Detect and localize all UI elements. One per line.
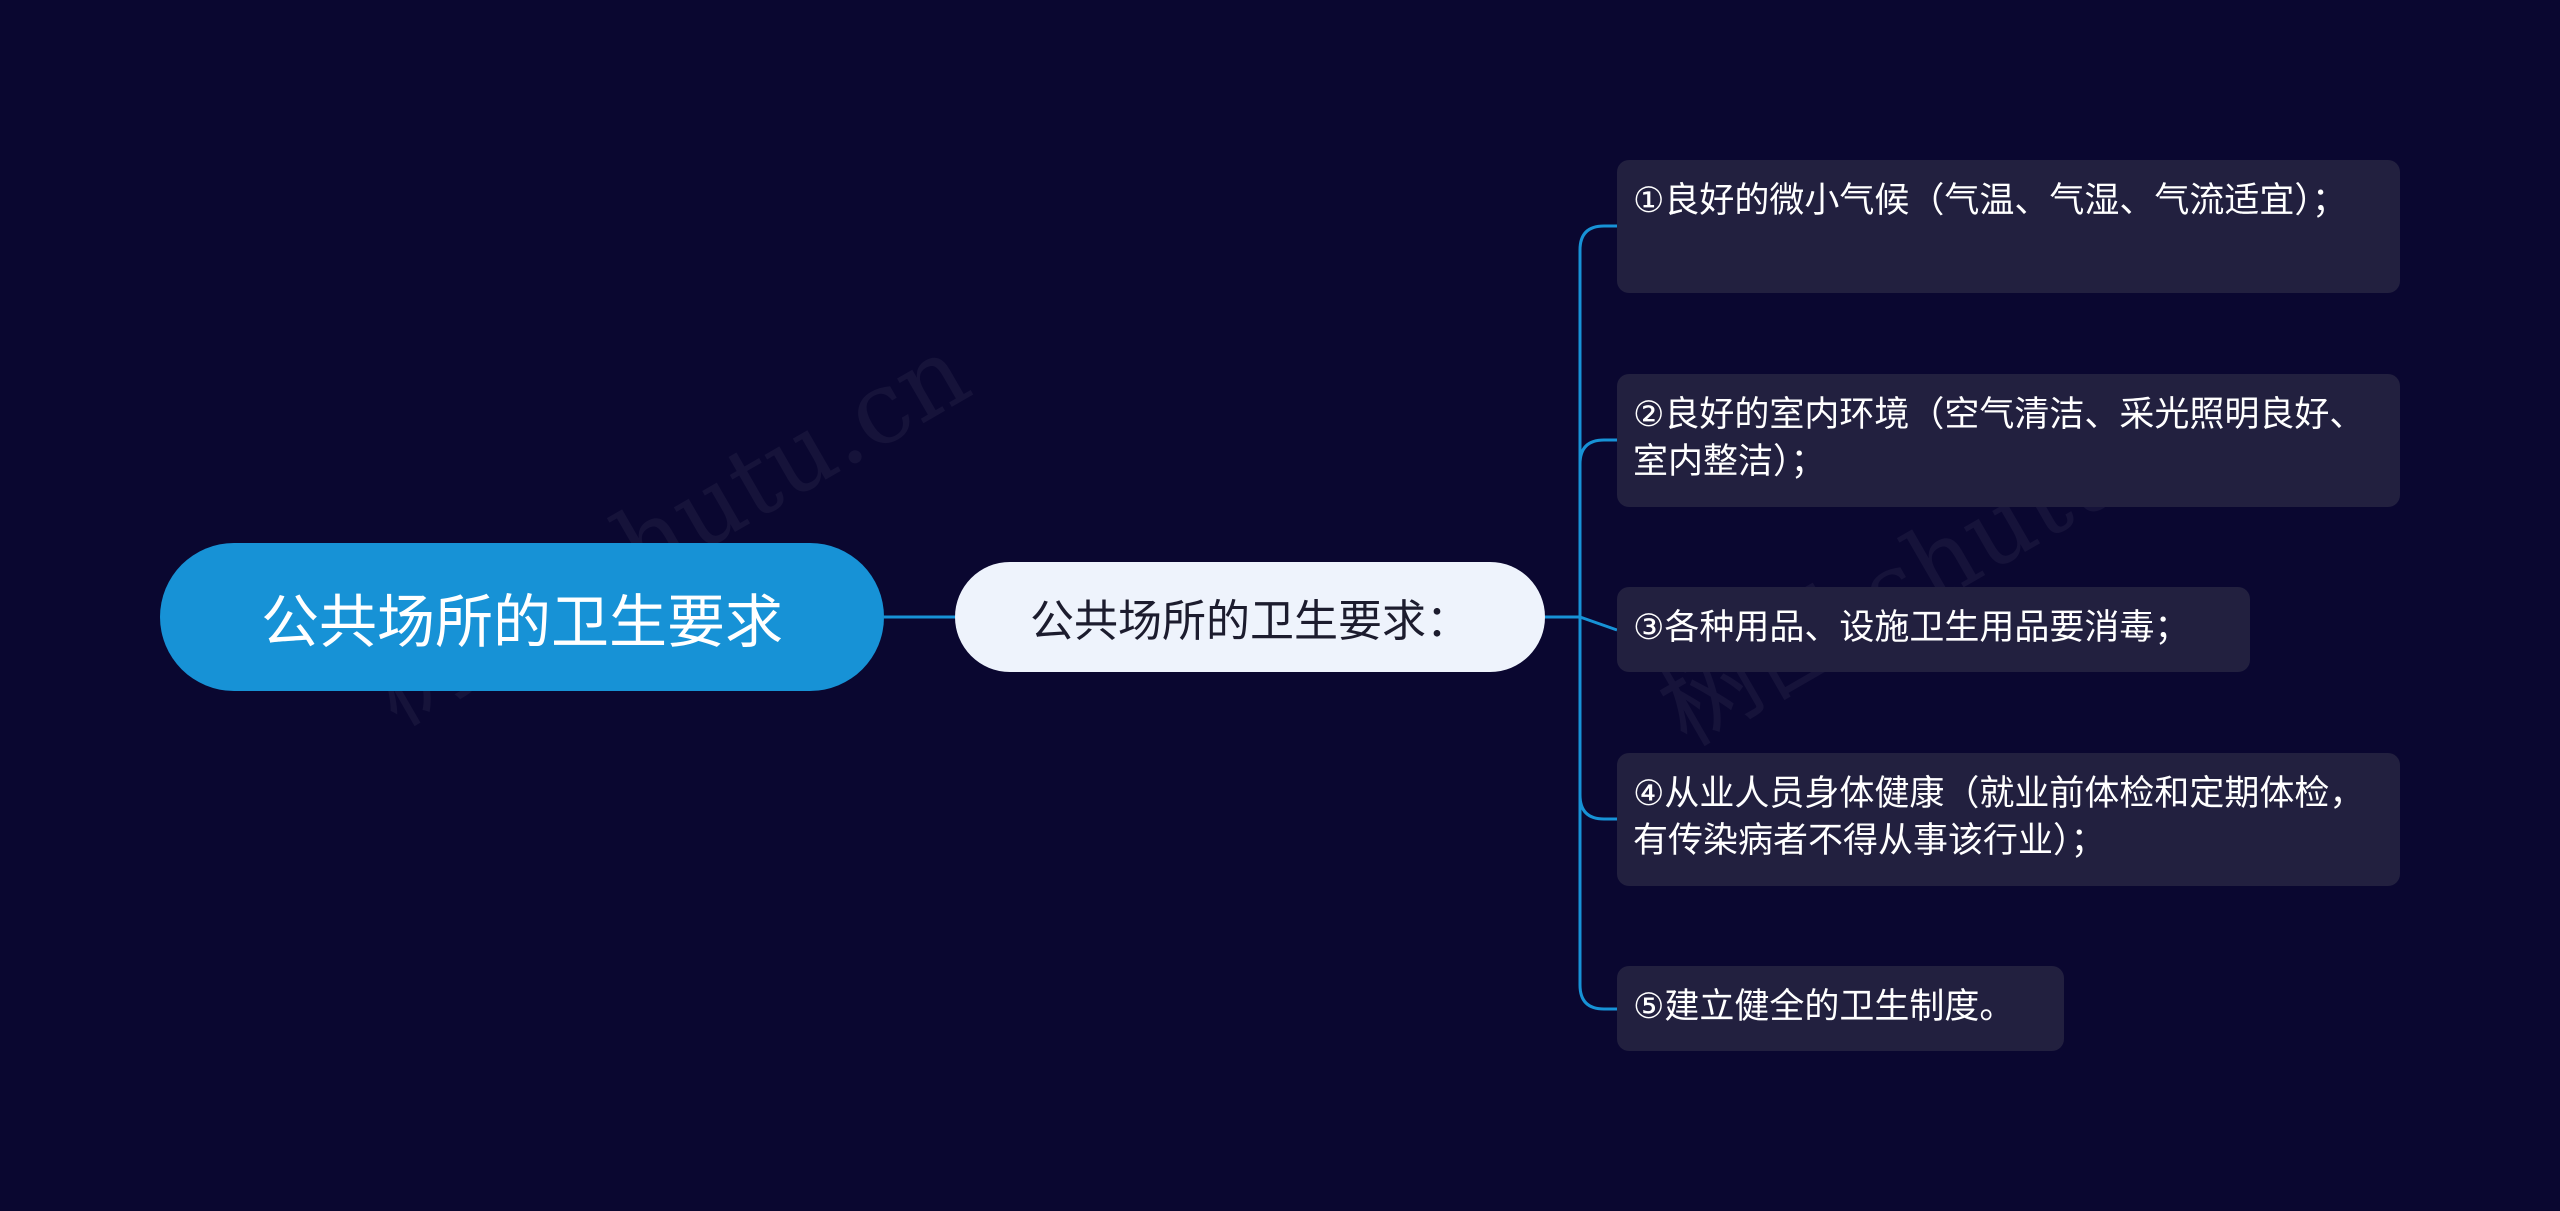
leaf-node-label: ⑤建立健全的卫生制度。 <box>1633 987 2015 1027</box>
leaf-2-connector <box>1578 438 1617 617</box>
root-node-label: 公共场所的卫生要求 <box>260 588 783 656</box>
leaf-3-connector <box>1579 615 1618 632</box>
leaf-node-2[interactable]: ②良好的室内环境（空气清洁、采光照明良好、室内整洁）； <box>1617 374 2400 507</box>
leaf-node-3[interactable]: ③各种用品、设施卫生用品要消毒； <box>1617 587 2250 672</box>
branch-node[interactable]: 公共场所的卫生要求： <box>955 562 1545 672</box>
leaf-node-4[interactable]: ④从业人员身体健康（就业前体检和定期体检，有传染病者不得从事该行业）； <box>1617 753 2400 886</box>
leaf-node-1[interactable]: ①良好的微小气候（气温、气湿、气流适宜）； <box>1617 160 2400 293</box>
leaf-node-label: ①良好的微小气候（气温、气湿、气流适宜）； <box>1633 181 2347 221</box>
leaf-5-connector <box>1578 617 1617 1011</box>
branch-node-label: 公共场所的卫生要求： <box>1030 596 1470 647</box>
leaf-node-label: ③各种用品、设施卫生用品要消毒； <box>1633 608 2190 648</box>
root-node[interactable]: 公共场所的卫生要求 <box>160 543 884 691</box>
leaf-node-label: ④从业人员身体健康（就业前体检和定期体检，有传染病者不得从事该行业）； <box>1633 774 2365 861</box>
leaf-node-5[interactable]: ⑤建立健全的卫生制度。 <box>1617 966 2064 1051</box>
leaf-node-label: ②良好的室内环境（空气清洁、采光照明良好、室内整洁）； <box>1633 395 2365 482</box>
leaf-1-connector <box>1578 224 1617 617</box>
leaf-4-connector <box>1578 617 1617 821</box>
